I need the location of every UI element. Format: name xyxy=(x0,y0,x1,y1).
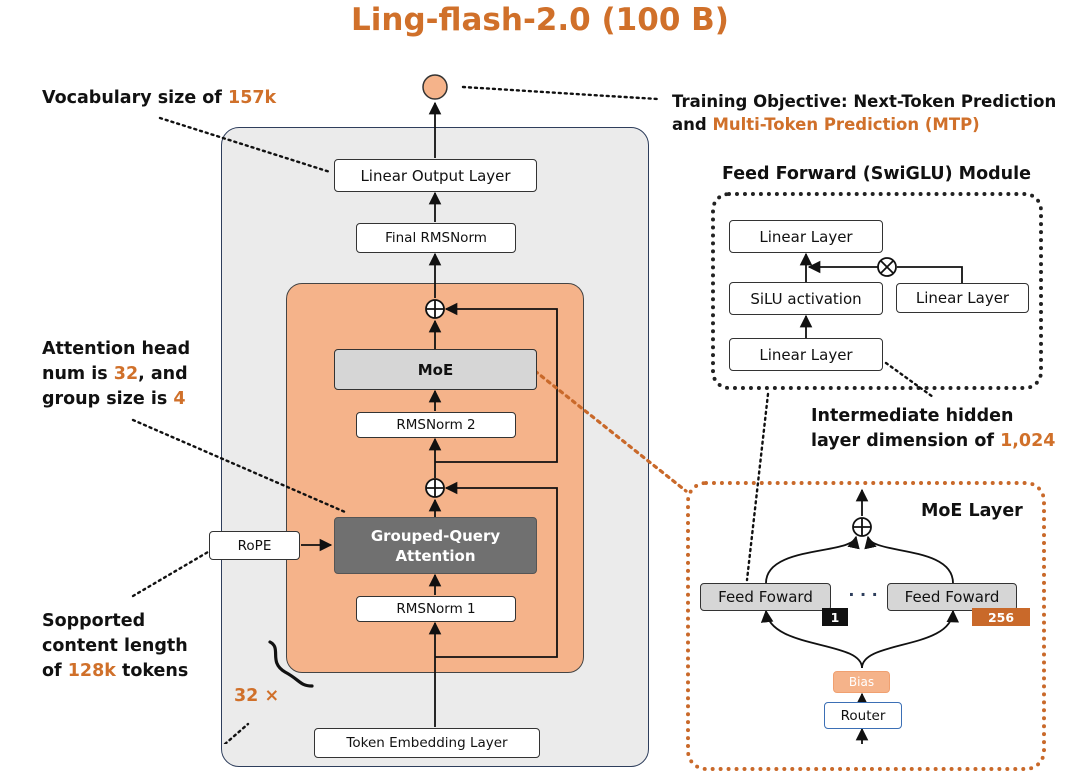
inter-line2-prefix: layer dimension of xyxy=(811,431,1001,451)
vocab-prefix: Vocabulary size of xyxy=(42,88,229,108)
expert-left: Feed Foward xyxy=(700,583,831,611)
ffn-panel xyxy=(711,192,1043,390)
linear-output-layer: Linear Output Layer xyxy=(334,159,537,192)
attn-line1: Attention head xyxy=(42,339,191,359)
attn-line2-suffix: , and xyxy=(138,364,188,384)
connector-lines xyxy=(131,74,963,744)
rmsnorm-1: RMSNorm 1 xyxy=(356,596,516,622)
attention-note: Attention head num is 32, and group size… xyxy=(42,337,190,412)
bias-box: Bias xyxy=(833,671,890,693)
expert-left-index: 1 xyxy=(822,608,848,626)
grouped-query-attention: Grouped-Query Attention xyxy=(334,517,537,574)
gqa-line1: Grouped-Query xyxy=(370,526,501,545)
ffn-linear-right: Linear Layer xyxy=(896,283,1029,313)
diagram-title: Ling-flash-2.0 (100 B) xyxy=(351,2,729,38)
router-box: Router xyxy=(824,702,902,729)
repeat-count: 32 × xyxy=(234,686,280,706)
ffn-silu-activation: SiLU activation xyxy=(729,282,883,315)
expert-right: Feed Foward xyxy=(887,583,1017,611)
ctx-line2: content length xyxy=(42,636,188,656)
ctx-line1: Sopported xyxy=(42,611,146,631)
attn-line3-prefix: group size is xyxy=(42,389,174,409)
context-note: Sopported content length of 128k tokens xyxy=(42,609,188,684)
moe-label: MoE xyxy=(417,360,454,379)
inter-line1: Intermediate hidden xyxy=(811,406,1014,426)
attn-line2-prefix: num is xyxy=(42,364,114,384)
training-mtp: Multi-Token Prediction (MTP) xyxy=(712,115,980,134)
training-note: Training Objective: Next-Token Predictio… xyxy=(672,90,1056,136)
vocab-value: 157k xyxy=(228,88,277,108)
ffn-linear-top: Linear Layer xyxy=(729,220,883,253)
rope-box: RoPE xyxy=(209,531,300,560)
rmsnorm-2: RMSNorm 2 xyxy=(356,412,516,438)
inter-value: 1,024 xyxy=(1000,431,1056,451)
experts-ellipsis: · · · xyxy=(848,585,878,604)
expert-right-index: 256 xyxy=(972,608,1030,626)
attn-heads: 32 xyxy=(113,364,139,384)
gqa-line2: Attention xyxy=(395,546,476,565)
moe-block: MoE xyxy=(334,349,537,390)
intermediate-note: Intermediate hidden layer dimension of 1… xyxy=(811,404,1055,454)
ffn-linear-bottom: Linear Layer xyxy=(729,338,883,371)
moe-layer-title: MoE Layer xyxy=(921,501,1023,521)
attn-group: 4 xyxy=(173,389,186,409)
training-line1: Training Objective: Next-Token Predictio… xyxy=(672,92,1057,111)
training-and: and xyxy=(672,115,713,134)
ctx-line3-prefix: of xyxy=(42,661,68,681)
token-embedding-layer: Token Embedding Layer xyxy=(314,728,540,758)
ctx-value: 128k xyxy=(67,661,116,681)
vocab-note: Vocabulary size of 157k xyxy=(42,86,276,111)
ffn-title: Feed Forward (SwiGLU) Module xyxy=(722,164,1031,184)
final-rmsnorm: Final RMSNorm xyxy=(356,223,516,253)
ctx-line3-suffix: tokens xyxy=(115,661,189,681)
